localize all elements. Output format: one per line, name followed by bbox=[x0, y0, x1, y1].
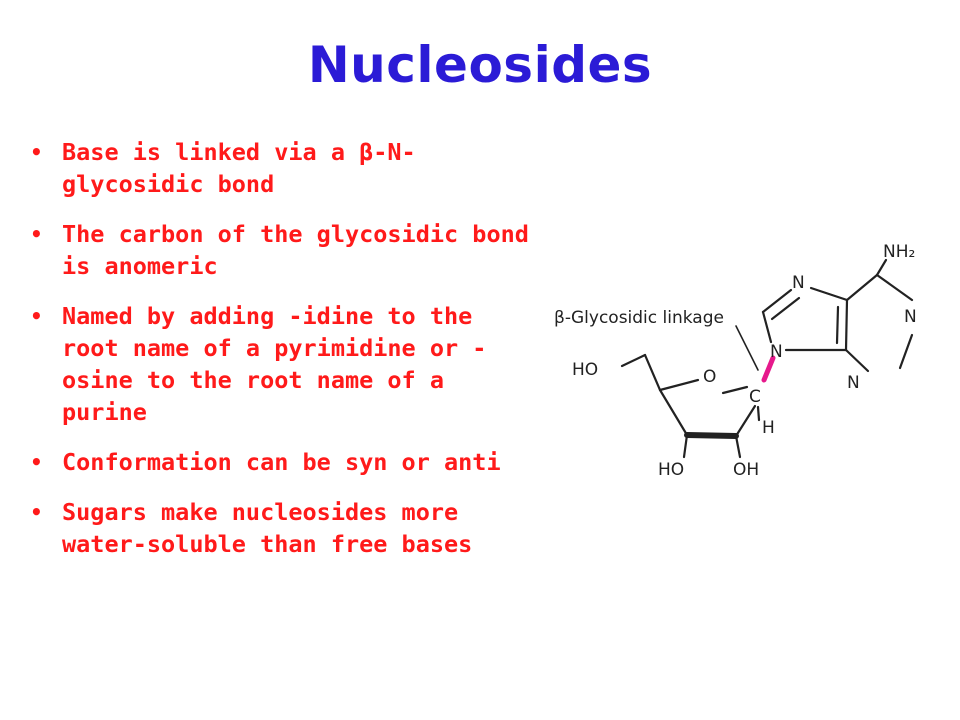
bond bbox=[620, 353, 647, 368]
bond bbox=[845, 273, 879, 302]
n-top-label: N bbox=[792, 273, 805, 293]
bond bbox=[643, 353, 662, 392]
n-glycosidic-label: N bbox=[770, 342, 783, 362]
bullet-dot: • bbox=[30, 500, 43, 524]
bullet-item: • The carbon of the glycosidic bond is a… bbox=[28, 218, 538, 282]
ring-oxygen-label: O bbox=[703, 367, 716, 387]
hydrogen-label: H bbox=[762, 418, 775, 438]
ho-5prime-label: HO bbox=[572, 360, 598, 380]
structure-labels: β-Glycosidic linkage NH₂ N N N N O C H H… bbox=[554, 242, 917, 480]
bond bbox=[898, 333, 914, 370]
bond bbox=[756, 405, 761, 422]
bullet-text: Base is linked via a β-N-glycosidic bond bbox=[62, 138, 416, 198]
bold-ring-bond bbox=[684, 432, 739, 439]
glycosidic-bond bbox=[761, 355, 776, 383]
slide-title: Nucleosides bbox=[307, 36, 653, 94]
nucleoside-structure-diagram: β-Glycosidic linkage NH₂ N N N N O C H H… bbox=[554, 242, 917, 480]
bullet-item: • Sugars make nucleosides more water-sol… bbox=[28, 496, 538, 560]
bond bbox=[809, 286, 849, 302]
bullet-dot: • bbox=[30, 304, 43, 328]
structure-bonds bbox=[620, 258, 914, 459]
bond bbox=[835, 305, 840, 345]
bullet-dot: • bbox=[30, 140, 43, 164]
bullet-item: • Conformation can be syn or anti bbox=[28, 446, 538, 478]
bond bbox=[734, 404, 757, 438]
oh-2prime-label: OH bbox=[733, 460, 759, 480]
nh2-label: NH₂ bbox=[883, 242, 915, 262]
bullet-item: • Named by adding -idine to the root nam… bbox=[28, 300, 538, 428]
bond bbox=[658, 378, 700, 392]
bond bbox=[875, 258, 888, 277]
bullet-dot: • bbox=[30, 222, 43, 246]
bullet-dot: • bbox=[30, 450, 43, 474]
bond bbox=[875, 273, 914, 302]
n-bottom-label: N bbox=[847, 373, 860, 393]
ho-3prime-label: HO bbox=[658, 460, 684, 480]
bond bbox=[734, 434, 742, 459]
bond bbox=[844, 298, 849, 352]
bullet-text: The carbon of the glycosidic bond is ano… bbox=[62, 220, 529, 280]
bond bbox=[658, 388, 689, 437]
bond bbox=[761, 310, 773, 344]
anomeric-carbon-label: C bbox=[749, 387, 761, 407]
bond bbox=[844, 348, 870, 373]
bond bbox=[761, 288, 793, 314]
bullet-text: Sugars make nucleosides more water-solub… bbox=[62, 498, 473, 558]
bullet-text: Named by adding -idine to the root name … bbox=[62, 302, 487, 426]
bond bbox=[721, 385, 749, 395]
bullet-list: • Base is linked via a β-N-glycosidic bo… bbox=[28, 136, 538, 578]
bond bbox=[770, 296, 801, 321]
bond bbox=[682, 433, 689, 459]
leader-line bbox=[735, 325, 759, 371]
bullet-item: • Base is linked via a β-N-glycosidic bo… bbox=[28, 136, 538, 200]
bullet-text: Conformation can be syn or anti bbox=[62, 448, 501, 476]
n-right-label: N bbox=[904, 307, 917, 327]
linkage-label: β-Glycosidic linkage bbox=[554, 308, 724, 328]
